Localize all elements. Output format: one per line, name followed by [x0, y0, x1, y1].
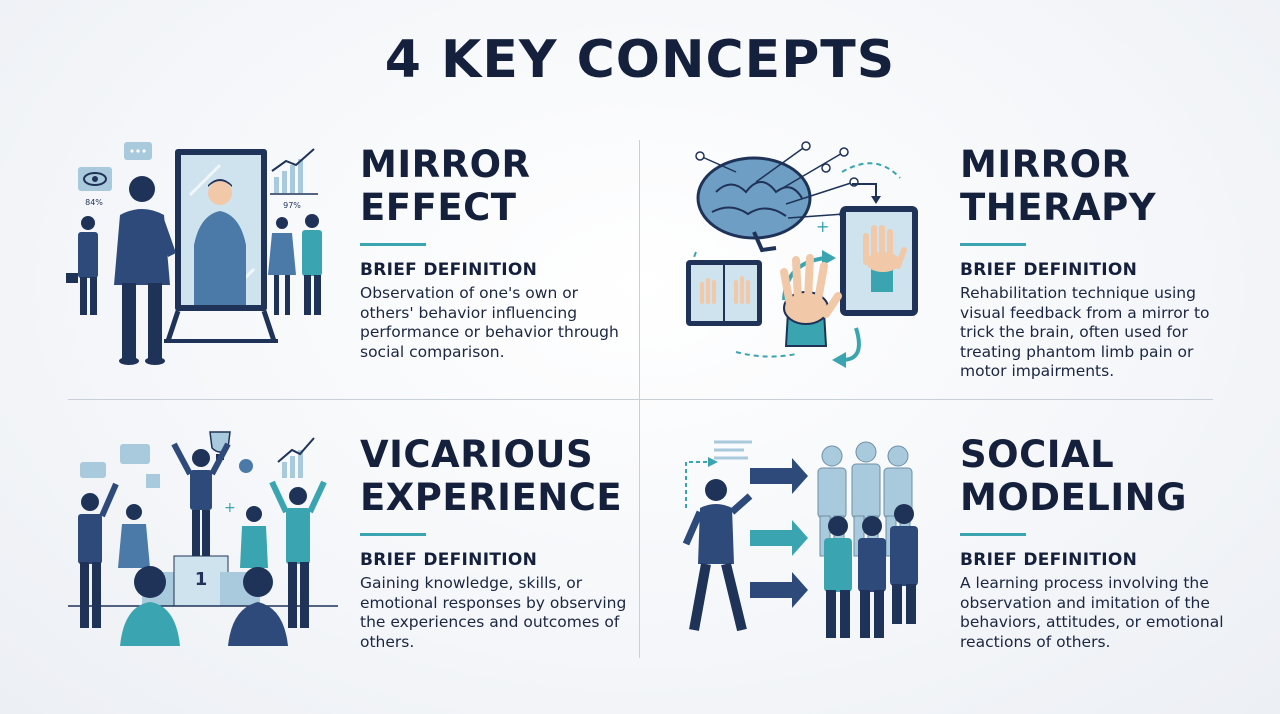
definition-text: Gaining knowledge, skills, or emotional … — [360, 574, 627, 651]
concept-heading: MIRROR EFFECT — [360, 143, 531, 229]
definition-label: BRIEF DEFINITION — [960, 260, 1138, 280]
accent-underline — [960, 243, 1026, 246]
award-badge-icon — [239, 459, 253, 473]
mirror-people-illustration: 84% 97% — [66, 142, 322, 365]
concept-heading: MIRROR THERAPY — [960, 143, 1157, 229]
growth-chart-icon — [277, 437, 315, 478]
accent-underline — [360, 533, 426, 536]
svg-text:+: + — [224, 500, 236, 516]
definition-text: A learning process involving the observa… — [960, 574, 1224, 651]
horizontal-divider — [68, 399, 1213, 400]
brain-icon — [696, 156, 812, 253]
hand-reflection-icon — [863, 225, 907, 292]
stat-left: 84% — [85, 198, 103, 207]
briefcase-icon — [66, 273, 78, 283]
accent-underline — [960, 533, 1026, 536]
hand-icon — [780, 254, 842, 347]
svg-text:+: + — [816, 217, 829, 236]
group-imitation-illustration — [682, 440, 918, 638]
definition-label: BRIEF DEFINITION — [360, 550, 538, 570]
notes-icon — [714, 440, 752, 460]
definition-label: BRIEF DEFINITION — [360, 260, 538, 280]
arrow-icon — [750, 458, 808, 494]
concept-heading: VICARIOUS EXPERIENCE — [360, 433, 623, 519]
growth-chart-icon — [270, 148, 318, 195]
page-title: 4 KEY CONCEPTS — [384, 30, 896, 90]
stat-right: 97% — [283, 201, 301, 210]
definition-text: Observation of one's own or others' beha… — [360, 284, 619, 361]
definition-label: BRIEF DEFINITION — [960, 550, 1138, 570]
podium-celebration-illustration: 1 + — [68, 431, 338, 646]
message-icon — [120, 444, 150, 464]
definition-text: Rehabilitation technique using visual fe… — [960, 284, 1210, 380]
thumbs-up-icon — [146, 474, 160, 488]
chat-bubble-icon — [80, 462, 106, 478]
arrow-icon — [750, 572, 808, 608]
concept-heading: SOCIAL MODELING — [960, 433, 1187, 519]
accent-underline — [360, 243, 426, 246]
podium-number: 1 — [195, 569, 208, 590]
brain-hand-mirror-illustration: + — [686, 141, 918, 368]
arrow-icon — [750, 520, 808, 556]
